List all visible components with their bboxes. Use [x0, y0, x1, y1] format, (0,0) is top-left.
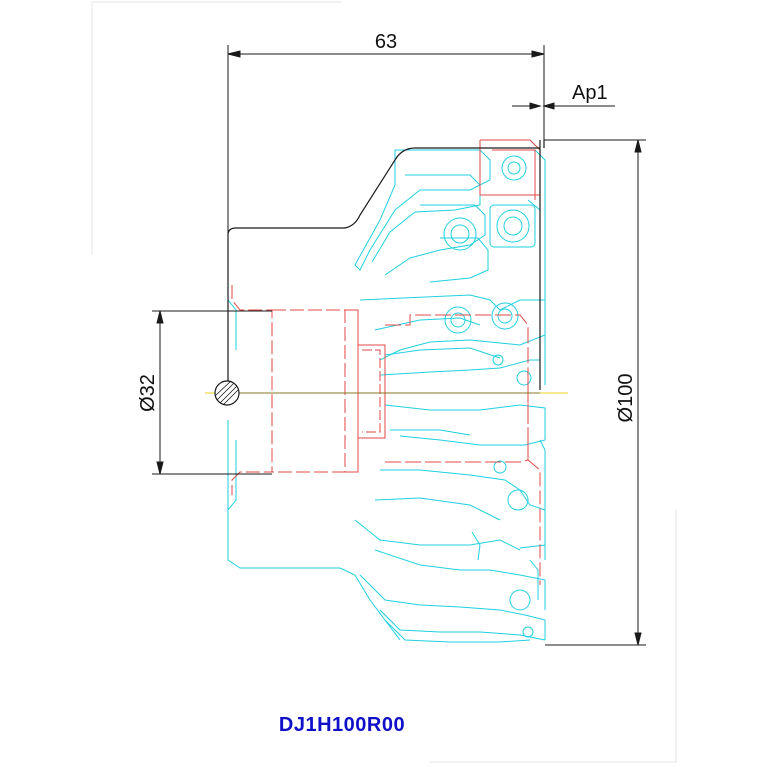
dimension-label-length: 63	[375, 31, 397, 53]
dimension-label-ap1: Ap1	[572, 82, 608, 104]
dimension-label-bore: Ø32	[137, 374, 159, 412]
axis-symbol	[214, 380, 240, 406]
dimension-axial-depth	[512, 102, 615, 110]
dimension-bore	[152, 310, 272, 475]
model-code-label: DJ1H100R00	[279, 714, 405, 736]
dimension-overall-length	[227, 45, 545, 235]
dimension-label-cutting-diameter: Ø100	[615, 374, 637, 423]
tool-outline	[227, 140, 545, 390]
insert-pockets	[227, 149, 546, 643]
dimension-cutting-diameter	[544, 139, 646, 646]
paper-frame	[91, 1, 677, 763]
